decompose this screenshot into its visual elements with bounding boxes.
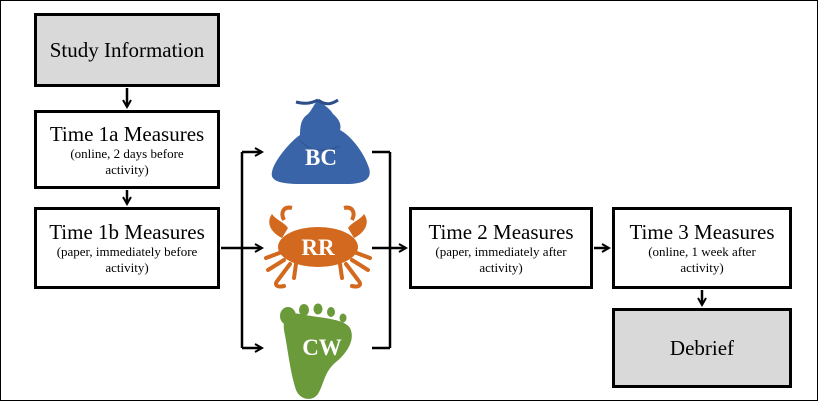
footprint-icon: CW — [280, 303, 352, 399]
study-information-box: Study Information — [34, 13, 220, 87]
time2-title: Time 2 Measures — [428, 220, 574, 244]
debrief-box: Debrief — [612, 308, 792, 388]
time2-detail-line1: (paper, immediately after — [435, 244, 567, 259]
time1a-detail-line1: (online, 2 days before — [70, 145, 184, 161]
time2-box: Time 2 Measures (paper, immediately afte… — [409, 207, 593, 289]
time1a-box: Time 1a Measures (online, 2 days before … — [34, 110, 220, 189]
trash-bag-icon: BC — [271, 98, 370, 184]
bc-label: BC — [305, 145, 337, 170]
rr-label: RR — [301, 235, 335, 260]
time3-title: Time 3 Measures — [629, 220, 775, 244]
time1a-title: Time 1a Measures — [49, 121, 205, 146]
time1b-detail-line2: activity) — [105, 260, 149, 275]
time1b-title: Time 1b Measures — [49, 220, 205, 244]
time2-detail-line2: activity) — [479, 260, 523, 275]
cw-label: CW — [302, 335, 342, 360]
debrief-label: Debrief — [669, 335, 735, 360]
crab-icon: RR — [264, 205, 372, 289]
time1b-box: Time 1b Measures (paper, immediately bef… — [34, 207, 220, 289]
time3-detail-line1: (online, 1 week after — [648, 244, 756, 259]
time3-detail-line2: activity) — [680, 260, 724, 275]
time1a-detail-line2: activity) — [105, 161, 149, 177]
study-information-label: Study Information — [49, 37, 205, 62]
time1b-detail-line1: (paper, immediately before — [56, 244, 198, 259]
time3-box: Time 3 Measures (online, 1 week after ac… — [612, 207, 792, 289]
